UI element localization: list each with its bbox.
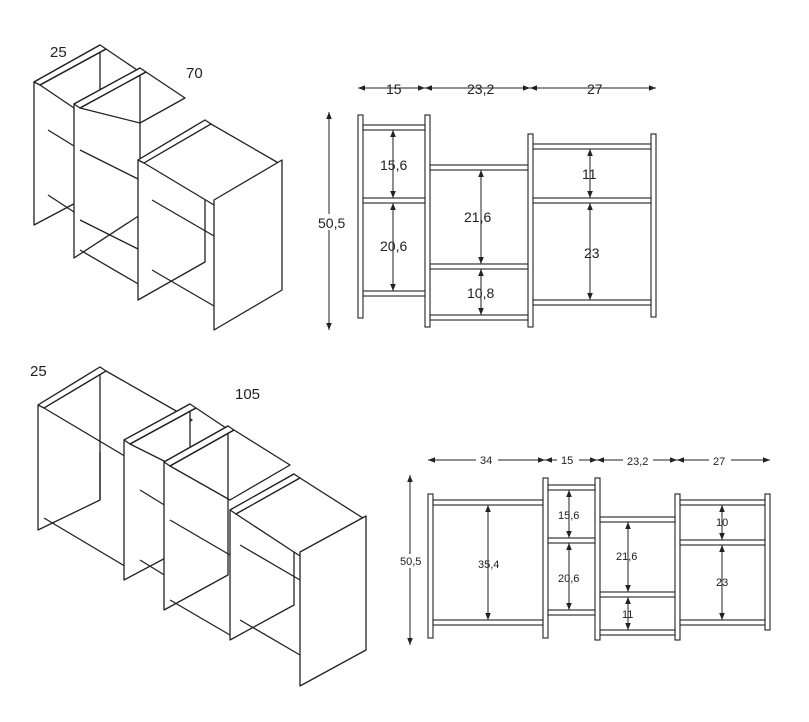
bottom-dim-w1: 34 (480, 455, 492, 467)
bottom-dim-w4: 27 (713, 456, 725, 468)
top-iso-drawing (33, 44, 283, 331)
bottom-dim-c1: 35,4 (478, 559, 499, 571)
top-depth-label: 25 (50, 44, 67, 61)
bottom-dim-c4b: 23 (716, 577, 728, 589)
top-dim-c2a: 21,6 (464, 209, 491, 225)
bottom-iso-drawing (37, 366, 367, 687)
bottom-width-label: 105 (235, 386, 260, 403)
top-dim-c2b: 10,8 (467, 285, 494, 301)
bottom-dim-c2a: 15,6 (558, 510, 579, 522)
bottom-depth-label: 25 (30, 363, 47, 380)
bottom-dim-w2: 15 (561, 455, 573, 467)
top-width-label: 70 (186, 65, 203, 82)
bottom-dim-height: 50,5 (400, 556, 421, 568)
bottom-dim-c4a: 10 (716, 517, 728, 529)
bottom-dim-c2b: 20,6 (558, 573, 579, 585)
top-dim-w2: 23,2 (467, 81, 494, 97)
top-dim-height: 50,5 (318, 215, 345, 231)
top-dim-c1b: 20,6 (380, 238, 407, 254)
bottom-dim-c3b: 11 (622, 609, 633, 621)
top-dim-w1: 15 (386, 81, 402, 97)
bottom-dim-c3a: 21,6 (616, 551, 637, 563)
top-dim-w3: 27 (587, 81, 603, 97)
top-dim-c3a: 11 (582, 166, 597, 182)
top-dim-c1a: 15,6 (380, 157, 407, 173)
top-front-view (357, 114, 657, 328)
bottom-dim-w3: 23,2 (627, 456, 648, 468)
top-dim-c3b: 23 (584, 245, 600, 261)
